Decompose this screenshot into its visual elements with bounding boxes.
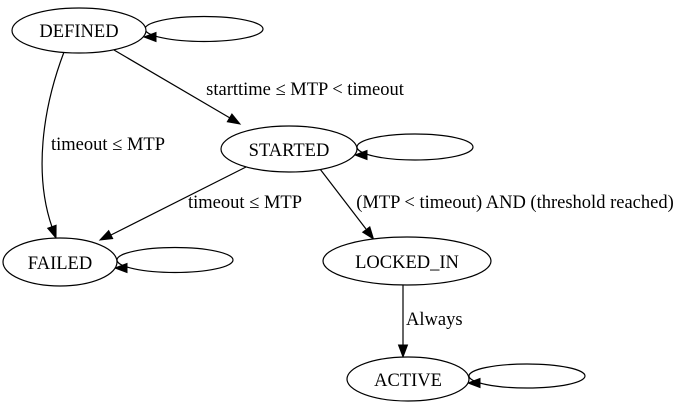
edge-defined-to-failed xyxy=(41,51,65,228)
arrowhead-icon xyxy=(113,262,128,274)
state-node-defined xyxy=(11,7,147,54)
arrowhead-icon xyxy=(361,225,375,241)
state-label-defined: DEFINED xyxy=(39,22,118,42)
arrowhead-icon xyxy=(226,113,242,125)
edge-label-starttime-condition: starttime ≤ MTP < timeout xyxy=(206,80,405,100)
state-node-started xyxy=(220,125,358,173)
edge-started-to-failed xyxy=(110,166,247,236)
state-node-active xyxy=(346,356,470,402)
arrowhead-icon xyxy=(98,229,114,241)
edge-label-timeout-defined-failed: timeout ≤ MTP xyxy=(51,135,165,155)
state-node-locked-in xyxy=(322,236,492,286)
state-label-locked-in: LOCKED_IN xyxy=(355,253,459,273)
edge-started-to-locked-in xyxy=(319,168,367,230)
self-loop-started xyxy=(356,133,474,161)
edge-defined-to-started xyxy=(113,49,231,119)
edge-label-timeout-started-failed: timeout ≤ MTP xyxy=(188,193,302,213)
self-loop-failed xyxy=(116,246,234,274)
self-loop-defined xyxy=(144,15,264,43)
arrowhead-icon xyxy=(466,377,481,389)
state-node-failed xyxy=(2,237,118,287)
arrowhead-icon xyxy=(46,224,57,240)
state-label-started: STARTED xyxy=(249,141,330,161)
state-label-failed: FAILED xyxy=(28,254,92,274)
edge-label-always: Always xyxy=(406,310,463,330)
arrowhead-icon xyxy=(142,31,157,43)
state-label-active: ACTIVE xyxy=(374,371,442,391)
arrowhead-icon xyxy=(353,149,368,161)
arrowhead-icon xyxy=(397,344,409,359)
self-loop-active xyxy=(468,363,586,389)
edge-label-threshold-condition: (MTP < timeout) AND (threshold reached) xyxy=(356,193,674,213)
